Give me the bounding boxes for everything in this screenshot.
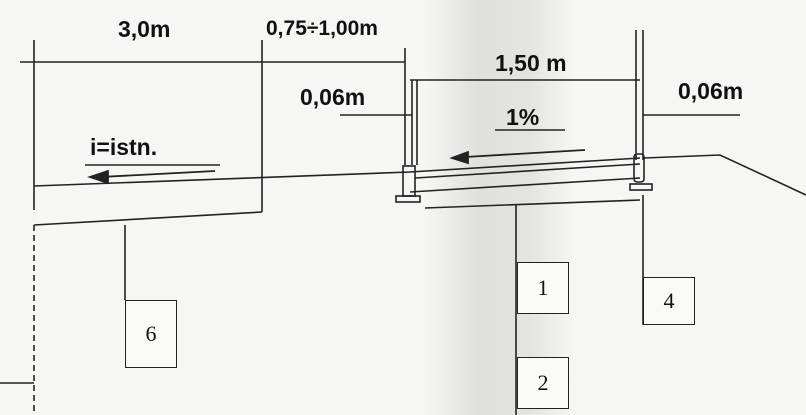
sidewalk-slope-arrowhead — [449, 150, 469, 165]
callout-6: 6 — [125, 300, 177, 368]
curb-right-foot — [629, 183, 653, 191]
sidewalk-bottom-line — [409, 177, 641, 193]
sidewalk-base-line — [424, 199, 641, 209]
callout-1: 1 — [517, 262, 569, 314]
label-width-margin: 0,75÷1,00m — [266, 17, 378, 40]
curb-left-foot — [395, 195, 421, 203]
road-slope-arrow-shaft — [99, 170, 216, 178]
terrain-line — [643, 154, 806, 196]
label-slope-sidewalk: 1% — [506, 104, 540, 130]
curb-right — [633, 153, 645, 183]
road-base-line — [33, 211, 263, 226]
callout-2: 2 — [517, 357, 569, 409]
callout-4: 4 — [643, 277, 695, 325]
label-edge-right: 0,06m — [678, 78, 744, 104]
sidewalk-top-line — [409, 157, 641, 173]
sidewalk-slope-arrow-shaft — [464, 149, 586, 158]
road-slope-arrowhead — [87, 169, 109, 185]
label-width-sidewalk: 1,50 m — [495, 50, 567, 76]
road-surface-line — [33, 171, 411, 187]
label-slope-road: i=istn. — [90, 134, 158, 160]
label-edge-left: 0,06m — [300, 84, 366, 110]
sidewalk-top-line-2 — [414, 163, 641, 179]
label-width-shoulder: 3,0m — [118, 16, 171, 42]
